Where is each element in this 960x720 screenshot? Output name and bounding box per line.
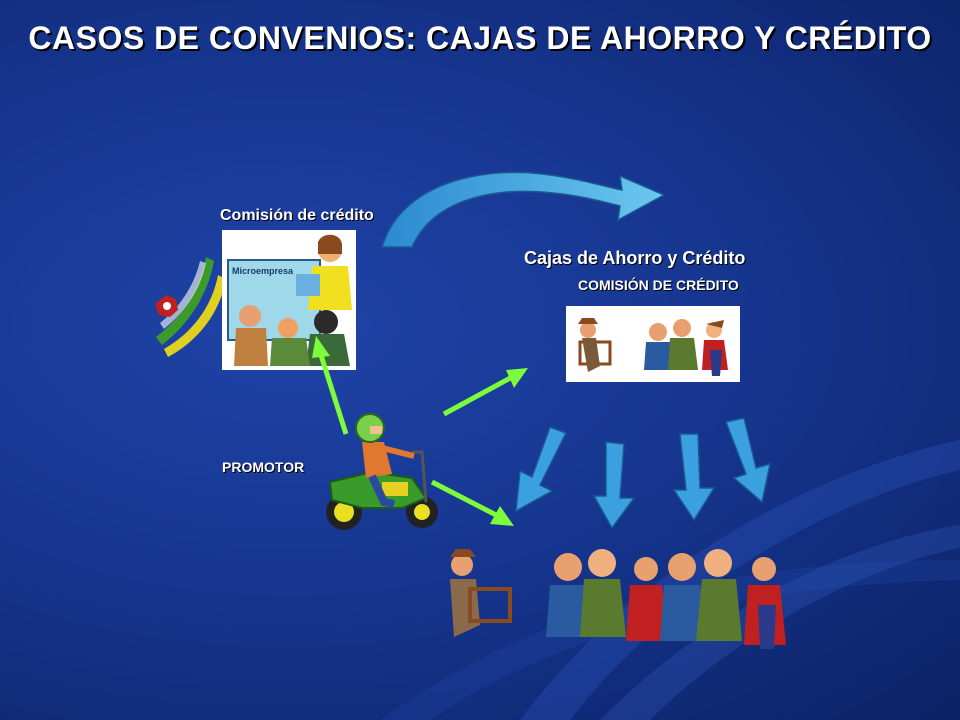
slide-title: CASOS DE CONVENIOS: CAJAS DE AHORRO Y CR… bbox=[28, 20, 932, 56]
promotor-label: PROMOTOR bbox=[222, 459, 305, 475]
blue-arrow-icon bbox=[672, 433, 716, 522]
farmers-illustration bbox=[566, 306, 740, 382]
blue-arrow-icon bbox=[592, 441, 636, 530]
green-arrow-icon bbox=[430, 479, 514, 526]
farmers-group-illustration bbox=[450, 549, 786, 649]
blue-arrow-icon bbox=[515, 426, 568, 513]
classroom-board-text: Microempresa bbox=[232, 266, 294, 276]
comision-credito-label: Comisión de crédito bbox=[220, 207, 374, 224]
green-arrow-icon bbox=[442, 368, 528, 417]
comision-credito-upper-label: COMISIÓN DE CRÉDITO bbox=[578, 277, 739, 293]
promoter-motorbike-illustration bbox=[326, 413, 438, 530]
curved-arrow-icon bbox=[380, 171, 666, 248]
green-arrow-icon bbox=[312, 336, 349, 435]
classroom-illustration: Microempresa bbox=[222, 230, 356, 370]
blue-arrow-icon bbox=[724, 418, 771, 504]
cajas-ahorro-label: Cajas de Ahorro y Crédito bbox=[524, 248, 746, 268]
institution-logo bbox=[155, 257, 226, 357]
